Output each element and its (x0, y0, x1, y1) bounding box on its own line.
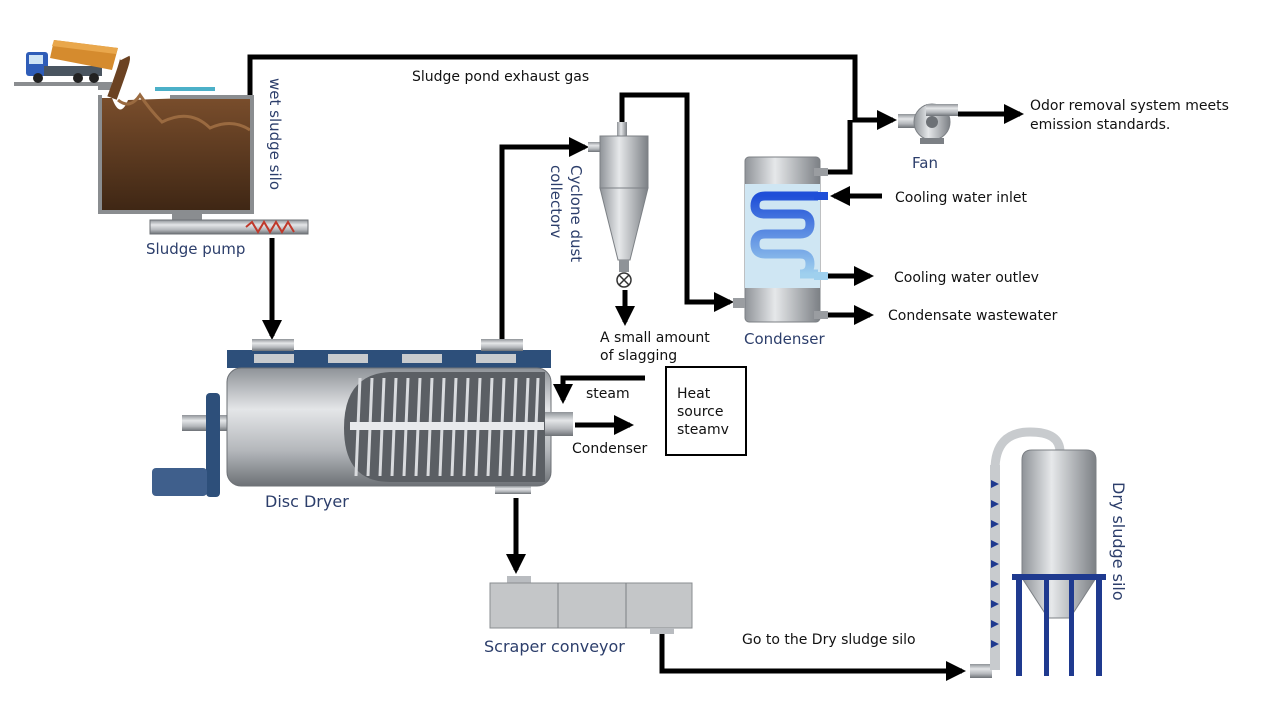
heat-source-label-line1: Heat (677, 386, 711, 402)
slagging-label-line2: of slagging (600, 348, 677, 364)
go-to-dry-silo-label: Go to the Dry sludge silo (742, 632, 916, 648)
heat-source-box (665, 366, 747, 456)
cooling-water-outlet-label: Cooling water outlev (894, 270, 1039, 286)
odor-removal-label-line1: Odor removal system meets (1030, 98, 1229, 114)
cyclone-label-line2: collectorv (547, 165, 565, 238)
condenser-gas-outlet-pipe (828, 120, 853, 175)
heat-source-label-line2: source (677, 404, 724, 420)
steam-inlet-arrow (553, 375, 645, 404)
scraper-to-dry-silo-arrow (659, 632, 966, 681)
condensate-wastewater-label: Condensate wastewater (888, 308, 1058, 324)
heat-source-label-line3: steamv (677, 422, 729, 438)
fan-label: Fan (912, 154, 938, 172)
cyclone-label-line1: Cyclone dust (567, 165, 585, 262)
wet-sludge-silo (98, 55, 309, 235)
disc-dryer-label: Disc Dryer (265, 492, 349, 511)
condenser-label: Condenser (744, 330, 825, 348)
sludge-pump-label: Sludge pump (146, 240, 245, 258)
process-pipes (247, 54, 1024, 681)
wet-sludge-silo-label: wet sludge silo (266, 78, 284, 190)
odor-removal-label-line2: emission standards. (1030, 117, 1170, 133)
dry-sludge-silo (970, 427, 1106, 678)
scraper-conveyor (489, 576, 693, 634)
exhaust-gas-pipe (247, 54, 897, 130)
bucket-elevator-chain (991, 480, 999, 648)
disc-dryer (152, 339, 573, 497)
dryer-to-cyclone-pipe (499, 137, 589, 340)
dry-sludge-silo-label: Dry sludge silo (1109, 482, 1128, 601)
condenser-outlet-label: Condenser (572, 441, 647, 457)
scraper-conveyor-label: Scraper conveyor (484, 637, 625, 656)
cyclone-dust-collector (588, 122, 649, 288)
exhaust-gas-label: Sludge pond exhaust gas (412, 69, 589, 85)
condenser-unit (733, 156, 828, 323)
steam-label: steam (586, 386, 630, 402)
cyclone-to-condenser-pipe (619, 92, 734, 312)
slagging-label-line1: A small amount (600, 330, 710, 346)
dump-truck-icon (14, 40, 118, 86)
centrifugal-fan-icon (898, 103, 958, 144)
cooling-water-inlet-label: Cooling water inlet (895, 190, 1027, 206)
